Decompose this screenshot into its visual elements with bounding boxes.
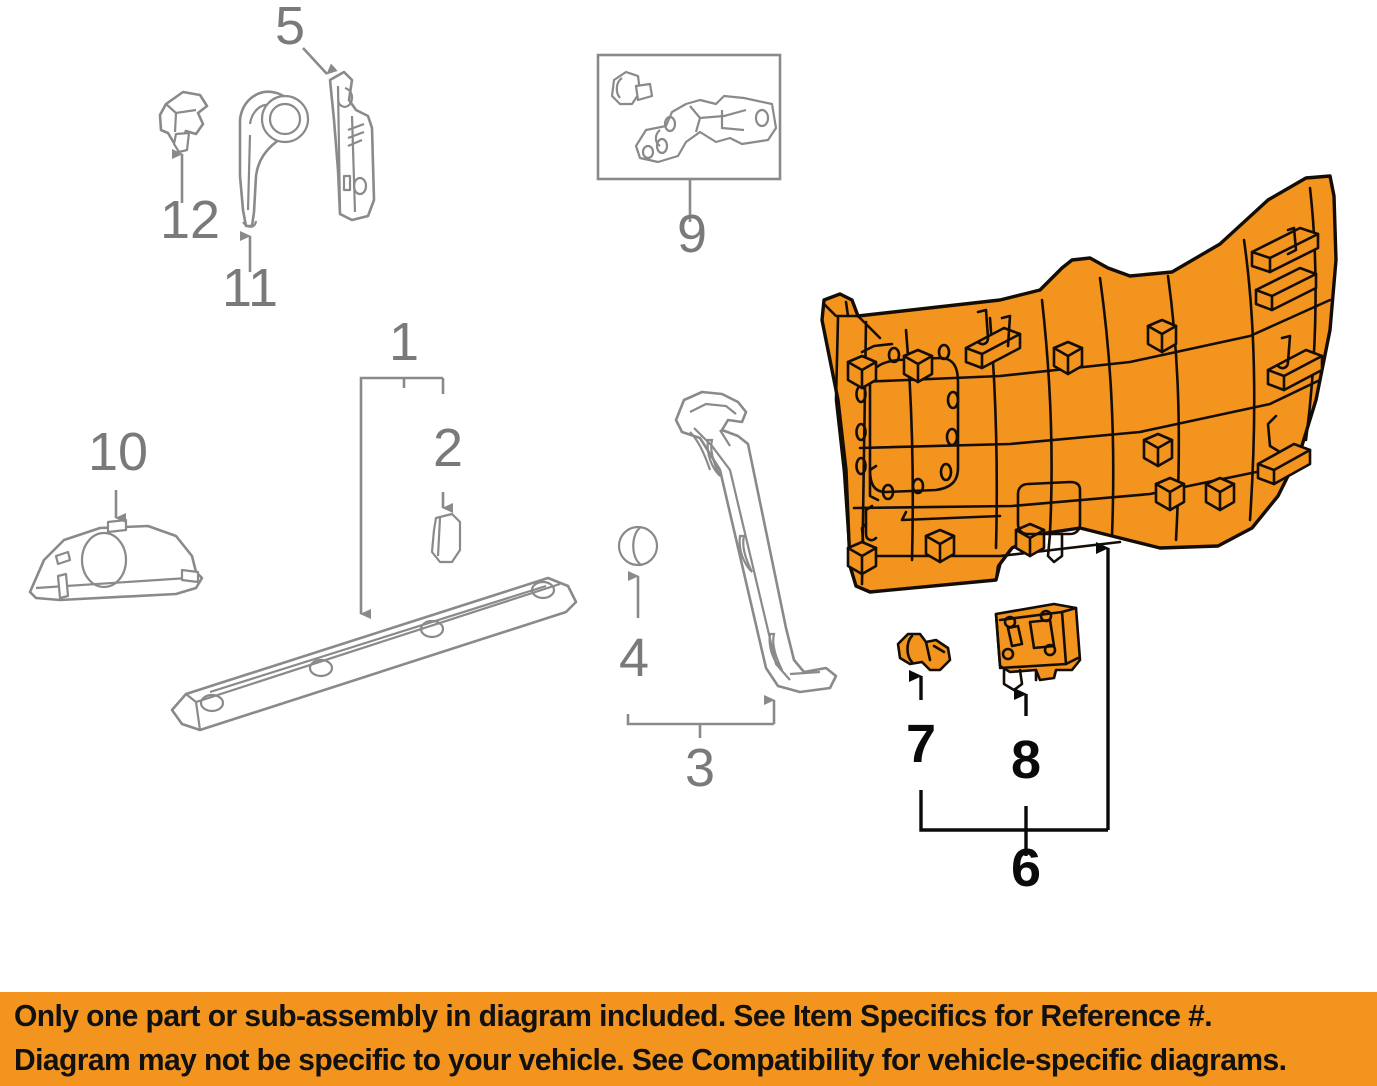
part-3-bracket-leader [626,695,776,738]
callout-number-10: 10 [88,422,148,482]
callout-number-11: 11 [222,258,278,318]
panel-retainer-bar [1266,348,1324,392]
callout-number-8: 8 [1011,730,1041,790]
panel-retainer-bar [1250,226,1320,274]
part-2-clip-shape [430,512,462,564]
disclaimer-line-1: Only one part or sub-assembly in diagram… [14,999,1213,1033]
panel-clip-post [846,354,878,390]
part-9-hinge-bracket-shape [634,94,778,164]
callout-number-6: 6 [1011,838,1041,898]
part-1-2-bracket-leader [359,376,453,619]
panel-retainer-bar [1254,266,1318,312]
panel-retainer-bar [1256,442,1312,486]
parts-diagram-illustration: 1 2 3 4 5 6 7 8 9 10 11 12 [28,0,1338,898]
disclaimer-banner: Only one part or sub-assembly in diagram… [0,992,1377,1086]
disclaimer-line-2: Diagram may not be specific to your vehi… [14,1043,1287,1077]
callout-number-5: 5 [275,0,305,56]
liftgate-trim-panel-highlighted [820,174,1338,594]
part-11-assist-grip-shape [238,90,310,228]
panel-clip-post [1146,318,1178,354]
part-9-bolt-shape [610,70,654,106]
callout-number-7: 7 [906,714,936,774]
panel-clip-post [846,540,878,576]
callout-number-1: 1 [389,312,419,372]
part-5-leader [302,47,338,75]
part-8-retainer-clip-shape [994,602,1082,692]
part-4-cap-shape [617,525,659,567]
callout-number-2: 2 [433,418,463,478]
callout-number-3: 3 [685,738,715,798]
part-10-lens-cover-shape [28,518,204,602]
panel-clip-post [902,348,934,384]
callout-number-12: 12 [160,190,220,250]
part-12-grip-cap-shape [158,90,209,154]
callout-number-4: 4 [619,628,649,688]
callout-number-9: 9 [677,204,707,264]
panel-clip-post [1154,476,1186,512]
panel-clip-post [924,528,956,564]
part-6-bracket-leader [919,790,1108,856]
panel-clip-post [1142,432,1174,468]
part-7-push-rivet-shape [896,632,952,672]
part-1-sill-trim-shape [170,576,578,732]
part-5-bracket-shape [328,70,376,222]
part-3-pillar-trim-shape [674,390,838,694]
panel-clip-post [1052,340,1084,376]
panel-clip-post [1204,476,1236,512]
